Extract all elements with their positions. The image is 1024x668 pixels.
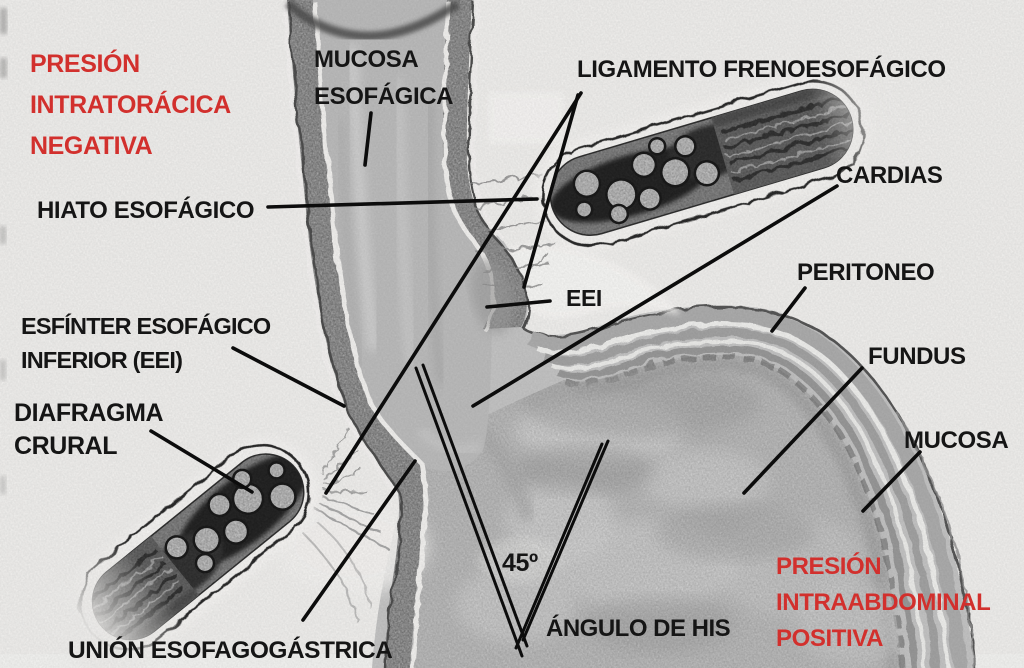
label-line: PRESIÓN (30, 50, 140, 78)
label-line: ESOFÁGICA (314, 83, 454, 110)
label-line: INTRATORÁCICA (30, 91, 231, 119)
label-line: PRESIÓN (776, 553, 882, 580)
label-line: POSITIVA (776, 625, 884, 652)
label-presion-intraabdominal: PRESIÓN INTRAABDOMINAL POSITIVA (776, 549, 991, 657)
label-esfinter-esofagico: ESFÍNTER ESOFÁGICO INFERIOR (EEI) (21, 309, 271, 377)
label-angle-value: 45º (502, 549, 538, 577)
label-fundus: FUNDUS (868, 343, 966, 370)
label-line: CRURAL (14, 432, 118, 460)
label-mucosa-esofagica: MUCOSA ESOFÁGICA (314, 41, 453, 115)
label-line: MUCOSA (314, 46, 419, 73)
label-hiato-esofagico: HIATO ESOFÁGICO (37, 197, 255, 224)
label-cardias: CARDIAS (836, 162, 943, 189)
label-presion-intratoracica: PRESIÓN INTRATORÁCICA NEGATIVA (30, 44, 231, 167)
label-line: NEGATIVA (30, 132, 153, 160)
label-peritoneo: PERITONEO (797, 259, 935, 286)
label-line: INTRAABDOMINAL (776, 589, 991, 616)
label-mucosa: MUCOSA (904, 427, 1009, 454)
label-diafragma-crural: DIAFRAGMA CRURAL (14, 397, 164, 463)
label-eei: EEI (566, 285, 602, 311)
label-line: ESFÍNTER ESOFÁGICO (21, 313, 271, 339)
label-line: DIAFRAGMA (14, 399, 164, 427)
label-angulo-de-his: ÁNGULO DE HIS (546, 615, 731, 642)
label-ligamento-frenoesofagico: LIGAMENTO FRENOESOFÁGICO (577, 56, 946, 83)
label-union-esofagogastrica: UNIÓN ESOFAGOGÁSTRICA (68, 637, 393, 664)
label-line: INFERIOR (EEI) (21, 347, 183, 373)
